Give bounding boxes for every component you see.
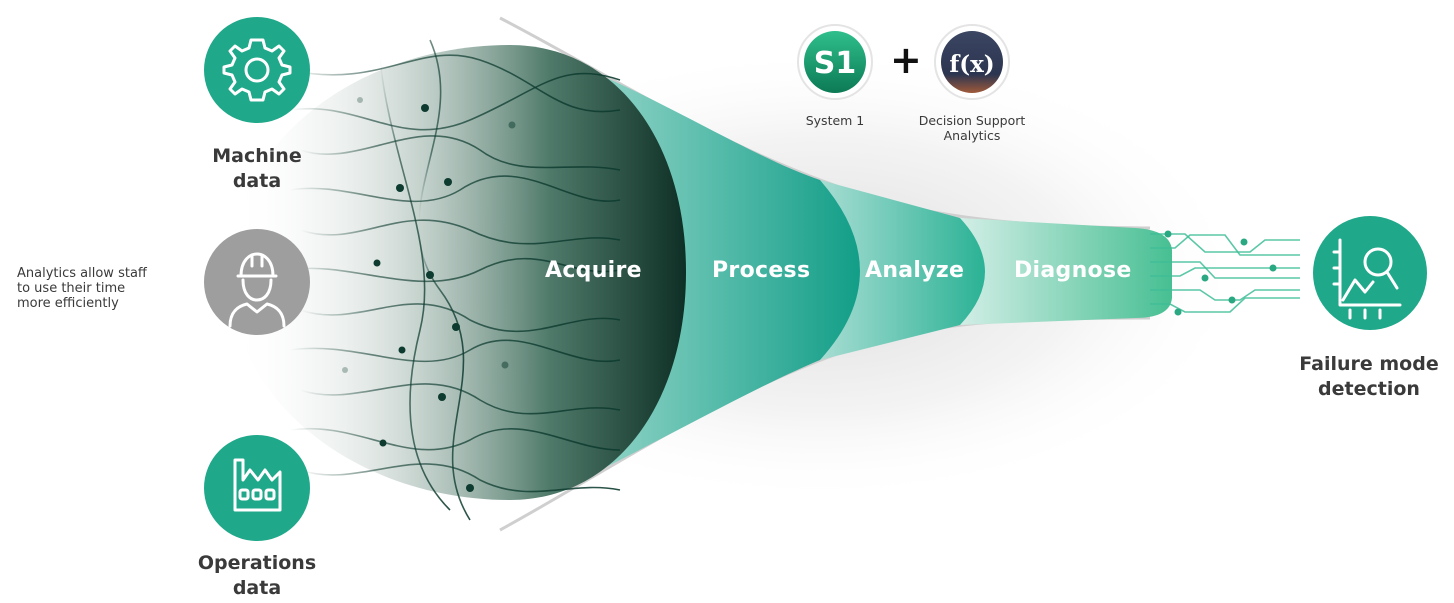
stage-diagnose-shape (960, 218, 1172, 325)
stage-diagnose-label: Diagnose (1014, 258, 1132, 283)
factory-icon (233, 458, 282, 512)
side-note-line1: Analytics allow staff (17, 266, 147, 281)
stage-acquire-shape (230, 45, 686, 500)
operations-data-label-line2: data (232, 577, 282, 599)
operations-data-icon-circle (204, 435, 310, 541)
dsa-caption: Decision Support Analytics (897, 113, 1047, 143)
stage-analyze-shape (820, 180, 985, 360)
machine-data-label: Machine data (197, 144, 317, 194)
system1-caption: System 1 (805, 113, 865, 128)
stage-acquire-label: Acquire (545, 258, 642, 283)
side-note-line2: to use their time (17, 281, 126, 296)
plus-sign: + (890, 38, 922, 82)
output-circuit-nodes (1164, 230, 1277, 316)
side-note-line3: more efficiently (17, 296, 119, 311)
machine-data-label-line2: data (232, 170, 282, 192)
dsa-caption-line2: Analytics (943, 128, 1001, 143)
operations-data-label-line1: Operations (197, 552, 317, 574)
system1-logo-badge: S1 (814, 46, 856, 81)
failure-mode-icon-circle (1313, 216, 1427, 330)
side-note: Analytics allow staff to use their time … (17, 266, 187, 311)
machine-data-label-line1: Machine (212, 145, 302, 167)
failure-mode-label-line1: Failure mode (1299, 353, 1439, 375)
worker-icon-circle (204, 229, 310, 335)
data-lines (289, 39, 621, 521)
failure-mode-label: Failure mode detection (1286, 352, 1452, 402)
worker-hardhat-icon (228, 252, 286, 328)
operations-data-label: Operations data (182, 551, 332, 601)
dsa-caption-line1: Decision Support (918, 113, 1026, 128)
failure-mode-label-line2: detection (1318, 378, 1420, 400)
chart-magnifier-icon (1332, 238, 1402, 320)
dsa-logo: f(x) (934, 24, 1010, 100)
stage-analyze-label: Analyze (865, 258, 965, 283)
data-nodes (342, 97, 516, 492)
machine-data-icon-circle (204, 17, 310, 123)
gear-icon (222, 38, 292, 102)
output-circuit-lines (1150, 233, 1300, 313)
system1-logo: S1 (797, 24, 873, 100)
dsa-logo-badge: f(x) (949, 51, 994, 78)
stage-process-label: Process (712, 258, 811, 283)
